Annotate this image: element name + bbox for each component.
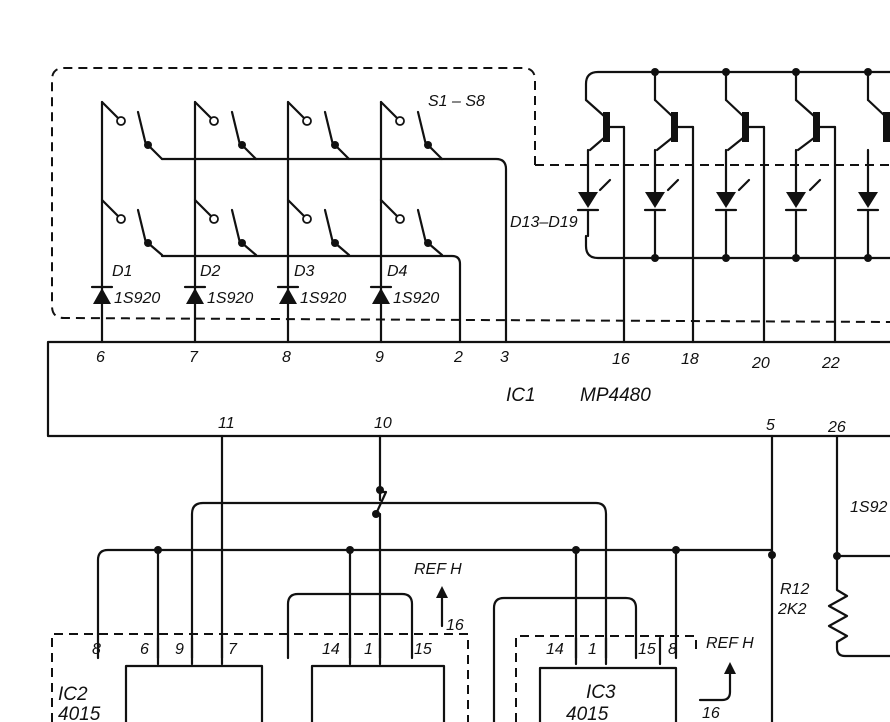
ref-h-label-1: REF H — [414, 561, 462, 578]
switch-column-2 — [193, 100, 258, 344]
ref-h-arrow-1 — [436, 586, 448, 628]
ic2-part: 4015 — [58, 704, 101, 722]
diode-d1-name: D1 — [112, 263, 132, 280]
switch-row-bus-top — [160, 157, 508, 344]
diode-d2-part: 1S920 — [207, 290, 253, 307]
switch-row-bus-bottom — [160, 254, 462, 344]
mid-ic-pin-1: 1 — [364, 641, 373, 658]
led-top-rail — [584, 70, 890, 102]
ic3-pin-8: 8 — [668, 641, 677, 658]
ic2-pin-9: 9 — [175, 641, 184, 658]
ref-h-arrow-2 — [698, 662, 736, 702]
ic3-body — [538, 666, 678, 722]
ic2-pin-header — [156, 636, 224, 666]
ic1-pin10-wire — [374, 434, 388, 660]
diode-d4-part: 1S920 — [393, 290, 439, 307]
ic3-pin-header — [574, 636, 662, 666]
resistor-r12-value: 2K2 — [777, 601, 807, 618]
ic1-pin-9: 9 — [375, 349, 384, 366]
switch-column-3 — [286, 100, 351, 344]
ic3-pin-1: 1 — [588, 641, 597, 658]
ic3-part: 4015 — [566, 704, 609, 722]
ic1-pin-11: 11 — [218, 415, 235, 432]
ic3-loop — [492, 596, 638, 722]
mid-ic-pin-header — [348, 636, 382, 666]
mid-ic-pin-14: 14 — [322, 641, 340, 658]
ic1-pin-2: 2 — [453, 349, 463, 366]
diode-d4 — [369, 285, 393, 304]
diode-d3-part: 1S920 — [300, 290, 346, 307]
led-stage-4 — [784, 70, 837, 344]
led-stage-1 — [576, 98, 626, 344]
ic1-pin-5: 5 — [766, 417, 775, 434]
ic2-designator: IC2 — [58, 684, 88, 705]
supply-rail — [96, 548, 774, 660]
right-diode-part: 1S92 — [850, 499, 887, 516]
ic2-body — [124, 664, 264, 722]
ic1-part-number: MP4480 — [580, 385, 651, 406]
resistor-r12-name: R12 — [780, 581, 809, 598]
ic3-pin-15: 15 — [638, 641, 656, 658]
mid-ic-loop — [286, 592, 414, 660]
ic2-pin-6: 6 — [140, 641, 149, 658]
ic1-pin-6: 6 — [96, 349, 105, 366]
led-stage-2 — [643, 70, 695, 344]
led-bottom-rail — [584, 234, 890, 260]
ic1-pin-10: 10 — [374, 415, 392, 432]
ic3-pin-14: 14 — [546, 641, 564, 658]
ic1-pin-18: 18 — [681, 351, 699, 368]
ref-pin-2: 16 — [702, 705, 720, 722]
diode-d1 — [90, 285, 114, 304]
ref-h-label-2: REF H — [706, 635, 754, 652]
ic1-pin-3: 3 — [500, 349, 509, 366]
diode-d3 — [276, 285, 300, 304]
crossover-wire — [190, 501, 608, 660]
ic1-pin-8: 8 — [282, 349, 291, 366]
diode-d4-name: D4 — [387, 263, 408, 280]
ic1-pin-20: 20 — [751, 355, 770, 372]
switch-group-label: S1 – S8 — [428, 93, 485, 110]
ic1-pin-16: 16 — [612, 351, 630, 368]
led-stage-3 — [714, 70, 766, 344]
ic3-designator: IC3 — [586, 682, 616, 703]
ic1-designator: IC1 — [506, 385, 536, 406]
ref-pin-1: 16 — [446, 617, 464, 634]
switch-column-1 — [100, 100, 164, 344]
ic1-pin-26: 26 — [827, 419, 846, 436]
diode-d2-name: D2 — [200, 263, 221, 280]
ic2-enclosure — [51, 633, 469, 722]
mid-ic-body — [310, 664, 446, 722]
diode-d2 — [183, 285, 207, 304]
resistor-r12 — [827, 554, 890, 658]
ic2-pin-7: 7 — [228, 641, 238, 658]
led-stage-5 — [856, 70, 890, 260]
ic1-pin-7: 7 — [189, 349, 199, 366]
diode-d3-name: D3 — [294, 263, 315, 280]
diode-d1-part: 1S920 — [114, 290, 160, 307]
ic3-enclosure — [515, 635, 697, 722]
ic1-body — [46, 340, 890, 438]
ic1-pin-22: 22 — [821, 355, 840, 372]
ic2-pin-8: 8 — [92, 641, 101, 658]
led-group-label: D13–D19 — [510, 214, 578, 231]
ic1-pin26-wire — [835, 434, 890, 558]
mid-ic-pin-15: 15 — [414, 641, 432, 658]
switch-matrix-enclosure — [51, 67, 890, 323]
